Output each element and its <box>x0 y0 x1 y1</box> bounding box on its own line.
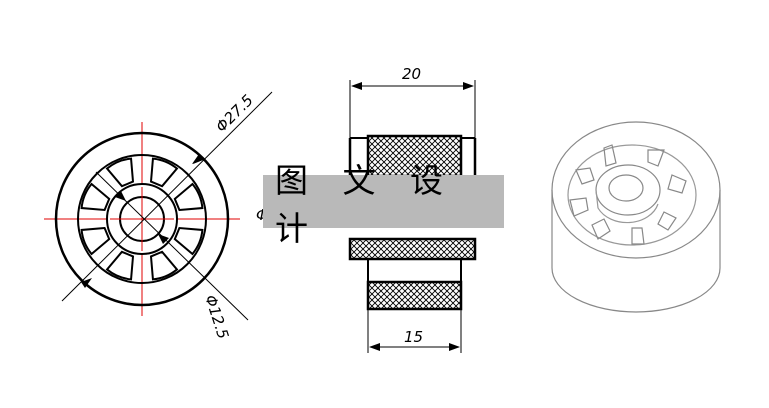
cylinder-side <box>551 190 721 313</box>
slot <box>80 182 111 212</box>
iso-hub <box>595 164 661 216</box>
lower-hatched-section <box>366 280 463 311</box>
bottom-dimension-label: 15 <box>404 328 423 346</box>
top-dimension-label: 20 <box>402 65 421 83</box>
iso-bore <box>608 174 644 202</box>
slot <box>105 250 135 281</box>
slot <box>149 157 179 188</box>
slot-group <box>80 157 204 281</box>
section-view: 20 15 <box>348 65 477 353</box>
front-view: Φ27.5 Φ12.5 Φ <box>44 91 273 341</box>
cylinder-top <box>551 121 721 259</box>
slot <box>105 157 135 188</box>
middle-hatched-section <box>348 237 477 261</box>
title-banner: 图 文 设 计 <box>263 161 504 248</box>
slot <box>173 182 204 212</box>
outer-circle <box>54 131 230 307</box>
slot <box>80 226 111 256</box>
isometric-view <box>551 121 721 313</box>
banner-text: 图 文 设 计 <box>275 160 455 248</box>
slot-ring-circle <box>77 154 207 284</box>
slot <box>173 226 204 256</box>
outer-diameter-leader <box>61 91 273 302</box>
slot <box>149 250 179 281</box>
